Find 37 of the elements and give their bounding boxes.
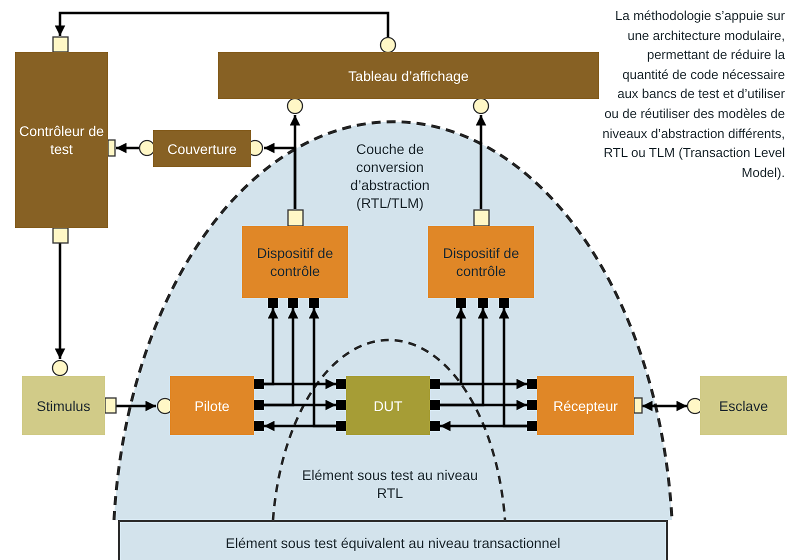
box-label: Tableau d’affichage [347,66,470,84]
region-label: Couche de conversion d’abstraction (RTL/TLM) [349,140,431,212]
process-box [428,226,534,298]
box-label: Couverture [166,140,238,158]
arrow [440,308,488,406]
arrow [116,142,139,154]
box-label: Dispositif de contrôle [256,244,334,280]
process-box [700,376,787,435]
arrow [264,308,298,406]
process-box [15,52,108,228]
box-label: Stimulus [36,396,92,414]
process-box [242,226,348,298]
process-box [170,376,254,435]
process-box [346,376,430,435]
arrow [54,12,390,38]
box-label: Elément sous test équivalent au niveau transactionnel [224,534,562,552]
arrow [642,400,687,412]
arrow [116,400,156,412]
arrow [264,308,278,386]
box-label: Contrôleur de test [18,122,105,158]
region-band [118,520,668,560]
box-label: Pilote [193,396,231,414]
arrow [264,142,296,209]
arrow [308,308,336,428]
arrow [498,308,527,428]
region-label: Elément sous test au niveau RTL [301,466,479,502]
process-box [218,52,599,99]
arrow [54,243,66,359]
process-box [537,376,634,435]
arrow [476,115,486,209]
box-label: Esclave [718,396,770,414]
description-text: La méthodologie s’appuie sur une architecture modulaire, permettant de réduire la quantité de code nécessaire aux bancs de test et d’utiliser ou de réutiliser des modèles de niveaux d’abstraction différents, RTL ou TLM (Transaction Level Model). [601,7,785,182]
process-box [22,376,105,435]
box-label: Dispositif de contrôle [442,244,520,280]
box-label: Récepteur [552,396,619,414]
box-label: DUT [372,396,404,414]
arrow [440,308,466,386]
